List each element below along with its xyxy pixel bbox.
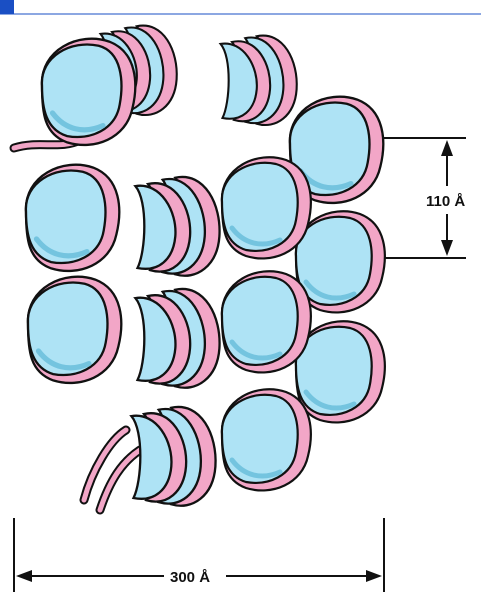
nucleosome-middle-stacks [131, 177, 219, 506]
nucleosome [222, 271, 311, 372]
nucleosome [135, 177, 219, 276]
down-arrowhead [441, 240, 453, 256]
nucleosome [42, 39, 135, 145]
nucleosome [131, 407, 215, 506]
nucleosome [28, 277, 121, 383]
nucleosome [135, 289, 219, 388]
nucleosome [26, 165, 119, 271]
corner-mark [0, 0, 14, 14]
width-dimension-label: 300 Å [170, 569, 210, 586]
up-arrowhead [441, 140, 453, 156]
nucleosome-front-column [222, 157, 311, 490]
right-arrowhead [366, 570, 382, 582]
left-arrowhead [16, 570, 32, 582]
nucleosome [222, 389, 311, 490]
nucleosome-left-column [26, 39, 135, 383]
nucleosome [221, 36, 297, 125]
nucleosome [222, 157, 311, 258]
nucleosome [296, 211, 385, 312]
height-dimension-label: 110 Å [426, 193, 465, 210]
